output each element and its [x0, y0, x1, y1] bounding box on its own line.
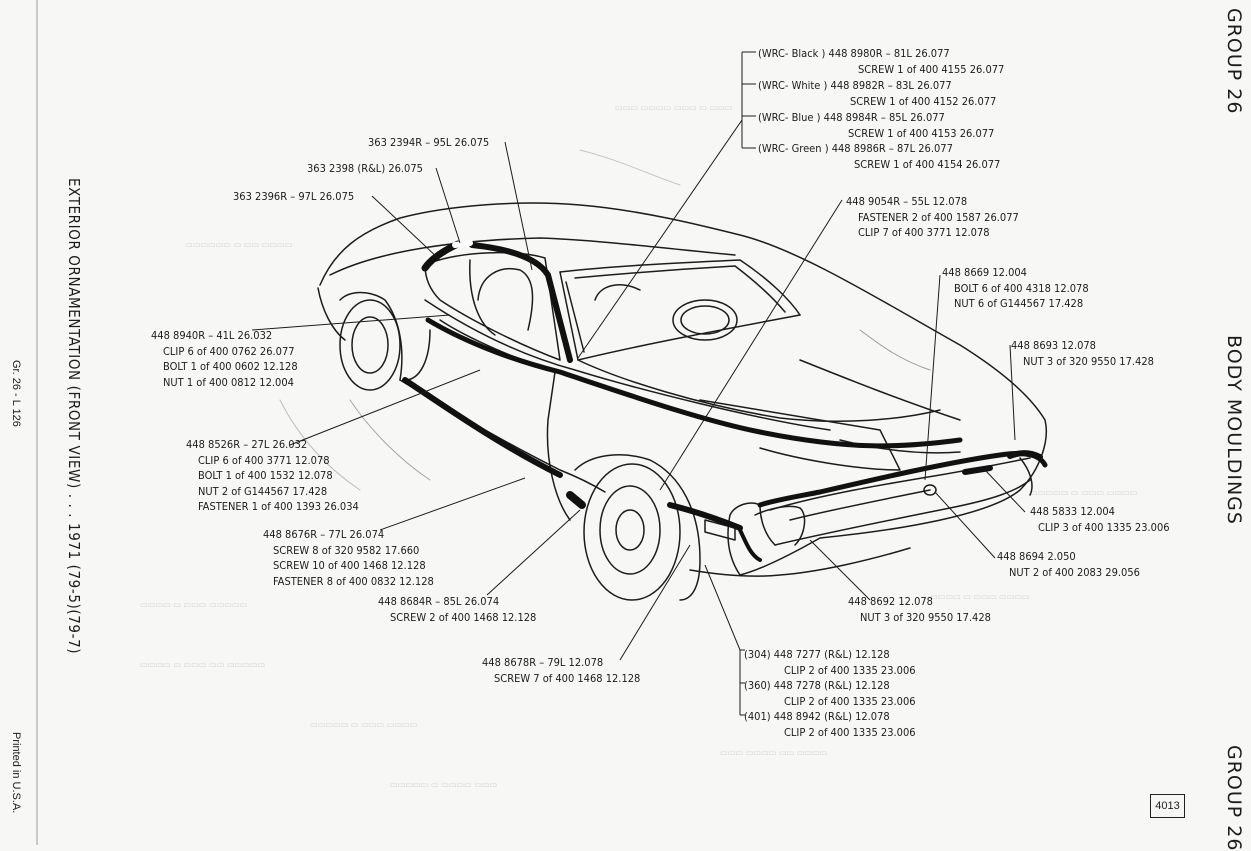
callout-wrc-black: (WRC- Black ) 448 8980R – 81L 26.077 SCR… — [758, 46, 1004, 77]
callout-line: 448 5833 12.004 — [1030, 505, 1115, 518]
callout-line: 448 8526R – 27L 26.032 — [186, 438, 308, 451]
callout-line: (WRC- White ) 448 8982R – 83L 26.077 — [758, 79, 952, 92]
callout-line: 448 8676R – 77L 26.074 — [263, 528, 385, 541]
callout-448-7277-group: (304) 448 7277 (R&L) 12.128 CLIP 2 of 40… — [744, 647, 916, 740]
leader-lines — [251, 51, 1026, 716]
callout-448-8940: 448 8940R – 41L 26.032 CLIP 6 of 400 076… — [151, 328, 298, 390]
callout-line: CLIP 7 of 400 3771 12.078 — [858, 226, 990, 239]
callout-line: FASTENER 8 of 400 0832 12.128 — [273, 574, 434, 588]
callout-line: SCREW 1 of 400 4154 26.077 — [854, 157, 1001, 171]
callout-line: NUT 2 of G144567 17.428 — [198, 484, 328, 498]
callout-line: 448 8678R – 79L 12.078 — [482, 656, 604, 669]
callout-363-2398: 363 2398 (R&L) 26.075 — [307, 161, 423, 177]
callout-line: BOLT 6 of 400 4318 12.078 — [954, 281, 1089, 295]
callout-line: 448 9054R – 55L 12.078 — [846, 195, 968, 208]
callout-448-5833: 448 5833 12.004 CLIP 3 of 400 1335 23.00… — [1030, 504, 1170, 535]
callout-line: NUT 3 of 320 9550 17.428 — [860, 610, 991, 624]
callout-448-8693: 448 8693 12.078 NUT 3 of 320 9550 17.428 — [1011, 338, 1154, 369]
callout-line: SCREW 8 of 320 9582 17.660 — [273, 543, 420, 557]
callout-line: CLIP 6 of 400 0762 26.077 — [163, 344, 295, 358]
callout-448-8694: 448 8694 2.050 NUT 2 of 400 2083 29.056 — [997, 549, 1140, 580]
binding-line — [36, 0, 38, 845]
callout-line: CLIP 3 of 400 1335 23.006 — [1038, 520, 1170, 534]
callout-line: SCREW 10 of 400 1468 12.128 — [273, 559, 426, 572]
callout-wrc-green: (WRC- Green ) 448 8986R – 87L 26.077 SCR… — [758, 141, 1000, 172]
callout-line: 363 2396R – 97L 26.075 — [233, 190, 355, 203]
callout-line: SCREW 1 of 400 4155 26.077 — [858, 62, 1005, 76]
callout-line: SCREW 1 of 400 4152 26.077 — [850, 94, 997, 108]
callout-448-9054: 448 9054R – 55L 12.078 FASTENER 2 of 400… — [846, 194, 1019, 241]
callout-line: SCREW 7 of 400 1468 12.128 — [494, 671, 641, 685]
callout-line: NUT 3 of 320 9550 17.428 — [1023, 354, 1154, 368]
callout-line: NUT 2 of 400 2083 29.056 — [1009, 565, 1140, 579]
callout-line: (401) 448 8942 (R&L) 12.078 — [744, 710, 890, 723]
callout-wrc-white: (WRC- White ) 448 8982R – 83L 26.077 SCR… — [758, 78, 996, 109]
callout-wrc-blue: (WRC- Blue ) 448 8984R – 85L 26.077 SCRE… — [758, 110, 994, 141]
callout-line: NUT 6 of G144567 17.428 — [954, 297, 1084, 310]
callout-363-2396: 363 2396R – 97L 26.075 — [233, 189, 354, 205]
callout-line: SCREW 2 of 400 1468 12.128 — [390, 610, 537, 624]
callout-line: 363 2398 (R&L) 26.075 — [307, 162, 423, 175]
callout-448-8526: 448 8526R – 27L 26.032 CLIP 6 of 400 377… — [186, 437, 359, 515]
callout-448-8676: 448 8676R – 77L 26.074 SCREW 8 of 320 95… — [263, 527, 434, 589]
callout-line: 363 2394R – 95L 26.075 — [368, 136, 490, 149]
callout-line: CLIP 2 of 400 1335 23.006 — [784, 694, 916, 708]
callout-line: 448 8940R – 41L 26.032 — [151, 329, 273, 342]
callout-line: 448 8694 2.050 — [997, 550, 1076, 563]
callout-line: NUT 1 of 400 0812 12.004 — [163, 375, 294, 389]
callout-line: 448 8692 12.078 — [848, 595, 933, 608]
callout-line: 448 8684R – 85L 26.074 — [378, 595, 500, 608]
callout-line: 448 8669 12.004 — [942, 266, 1027, 279]
callout-line: (360) 448 7278 (R&L) 12.128 — [744, 679, 890, 692]
callout-line: SCREW 1 of 400 4153 26.077 — [848, 126, 995, 140]
callout-line: CLIP 6 of 400 3771 12.078 — [198, 453, 330, 467]
callout-line: (WRC- Black ) 448 8980R – 81L 26.077 — [758, 47, 950, 60]
page-number: 4013 — [1150, 794, 1185, 818]
callout-line: (WRC- Blue ) 448 8984R – 85L 26.077 — [758, 111, 945, 124]
callout-448-8692: 448 8692 12.078 NUT 3 of 320 9550 17.428 — [848, 594, 991, 625]
callout-line: CLIP 2 of 400 1335 23.006 — [784, 725, 916, 739]
callout-line: (304) 448 7277 (R&L) 12.128 — [744, 648, 890, 661]
callout-line: 448 8693 12.078 — [1011, 339, 1096, 352]
callout-line: (WRC- Green ) 448 8986R – 87L 26.077 — [758, 142, 953, 155]
callout-363-2394: 363 2394R – 95L 26.075 — [368, 135, 489, 151]
callout-448-8684: 448 8684R – 85L 26.074 SCREW 2 of 400 14… — [378, 594, 536, 625]
callout-line: BOLT 1 of 400 1532 12.078 — [198, 469, 333, 482]
callout-line: CLIP 2 of 400 1335 23.006 — [784, 663, 916, 677]
callout-448-8669: 448 8669 12.004 BOLT 6 of 400 4318 12.07… — [942, 265, 1089, 312]
callout-448-8678: 448 8678R – 79L 12.078 SCREW 7 of 400 14… — [482, 655, 640, 686]
callout-line: FASTENER 2 of 400 1587 26.077 — [858, 210, 1019, 224]
callout-line: BOLT 1 of 400 0602 12.128 — [163, 360, 298, 373]
callout-line: FASTENER 1 of 400 1393 26.034 — [198, 500, 359, 513]
